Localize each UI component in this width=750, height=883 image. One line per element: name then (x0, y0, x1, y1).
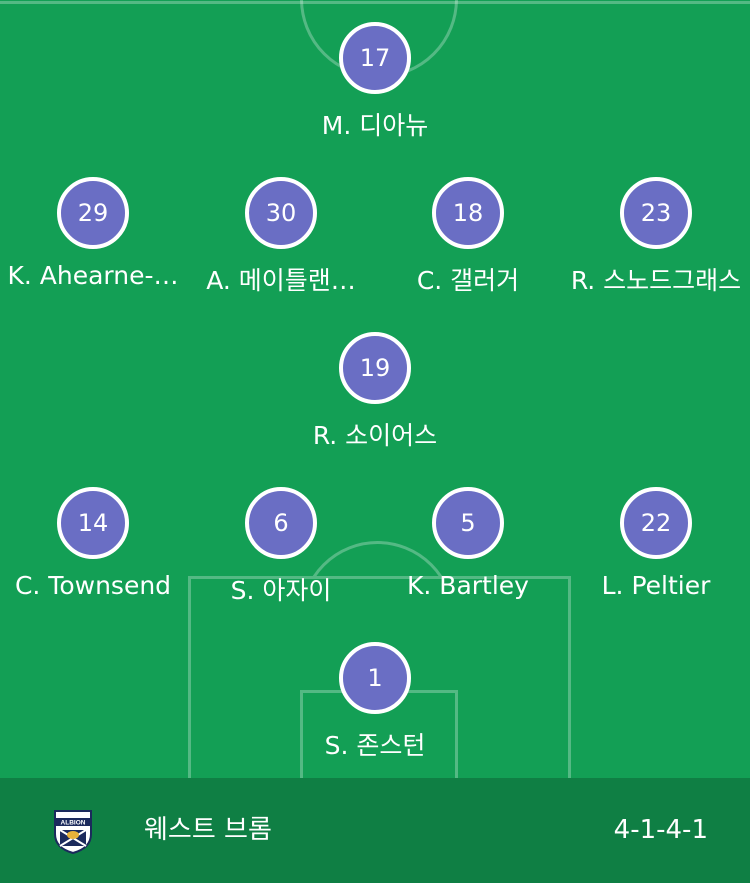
player-name: K. Ahearne-… (7, 261, 179, 290)
player-name: M. 디아뉴 (321, 111, 429, 140)
player-card[interactable]: 6 S. 아자이 (188, 487, 374, 607)
player-number: 1 (339, 642, 411, 714)
player-number: 6 (245, 487, 317, 559)
team-footer: ALBION 웨스트 브롬 4-1-4-1 (0, 778, 750, 883)
player-name: C. 갤러거 (416, 266, 520, 295)
player-name: S. 아자이 (230, 576, 332, 605)
player-card[interactable]: 14 C. Townsend (0, 487, 186, 600)
player-card[interactable]: 19 R. 소이어스 (282, 332, 468, 452)
player-name: K. Bartley (407, 571, 529, 600)
player-card[interactable]: 17 M. 디아뉴 (282, 22, 468, 142)
halfway-line (0, 0, 750, 4)
player-number: 23 (620, 177, 692, 249)
player-name: R. 소이어스 (312, 421, 438, 450)
badge-text: ALBION (61, 820, 86, 827)
club-crest-icon: ALBION (52, 808, 94, 855)
player-number: 30 (245, 177, 317, 249)
formation: 4-1-4-1 (613, 815, 708, 845)
player-number: 17 (339, 22, 411, 94)
player-card[interactable]: 23 R. 스노드그래스 (563, 177, 749, 297)
player-name: R. 스노드그래스 (570, 266, 742, 295)
player-name: S. 존스턴 (324, 731, 426, 760)
player-name: A. 메이틀랜… (206, 266, 356, 295)
pitch: 17 M. 디아뉴 29 K. Ahearne-… 30 A. 메이틀랜… 18… (0, 0, 750, 778)
player-number: 29 (57, 177, 129, 249)
player-card[interactable]: 30 A. 메이틀랜… (188, 177, 374, 297)
player-name: C. Townsend (14, 571, 172, 600)
player-card[interactable]: 22 L. Peltier (563, 487, 749, 600)
player-card[interactable]: 29 K. Ahearne-… (0, 177, 186, 290)
player-number: 22 (620, 487, 692, 559)
team-name: 웨스트 브롬 (144, 815, 272, 845)
player-number: 19 (339, 332, 411, 404)
player-number: 5 (432, 487, 504, 559)
player-card[interactable]: 1 S. 존스턴 (282, 642, 468, 762)
player-name: L. Peltier (601, 571, 711, 600)
player-number: 14 (57, 487, 129, 559)
player-card[interactable]: 18 C. 갤러거 (375, 177, 561, 297)
player-card[interactable]: 5 K. Bartley (375, 487, 561, 600)
player-number: 18 (432, 177, 504, 249)
